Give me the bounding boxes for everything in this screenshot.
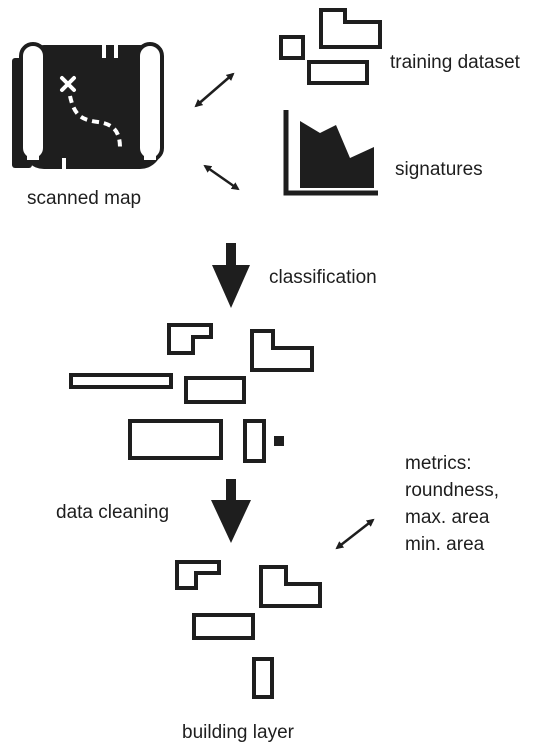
training-dataset-icon <box>279 8 382 85</box>
data-cleaning-down-arrow <box>211 479 251 543</box>
scanned-map-label: scanned map <box>27 188 142 209</box>
map-signatures-double-arrow <box>203 164 240 191</box>
scanned-map-icon <box>12 40 164 175</box>
signatures-chart-icon <box>283 110 378 196</box>
metrics-double-arrow <box>335 518 375 550</box>
building-layer-label: building layer <box>182 722 294 743</box>
signatures-label: signatures <box>395 159 483 180</box>
classification-label: classification <box>269 267 377 288</box>
classified-shapes <box>69 323 314 463</box>
data-cleaning-label: data cleaning <box>56 502 170 523</box>
training-dataset-label: training dataset <box>390 52 520 73</box>
cleaned-building-shapes <box>175 560 322 699</box>
map-training-double-arrow <box>194 72 235 108</box>
metrics-label: metrics: roundness, max. area min. area <box>405 453 500 555</box>
classification-down-arrow <box>212 243 250 308</box>
